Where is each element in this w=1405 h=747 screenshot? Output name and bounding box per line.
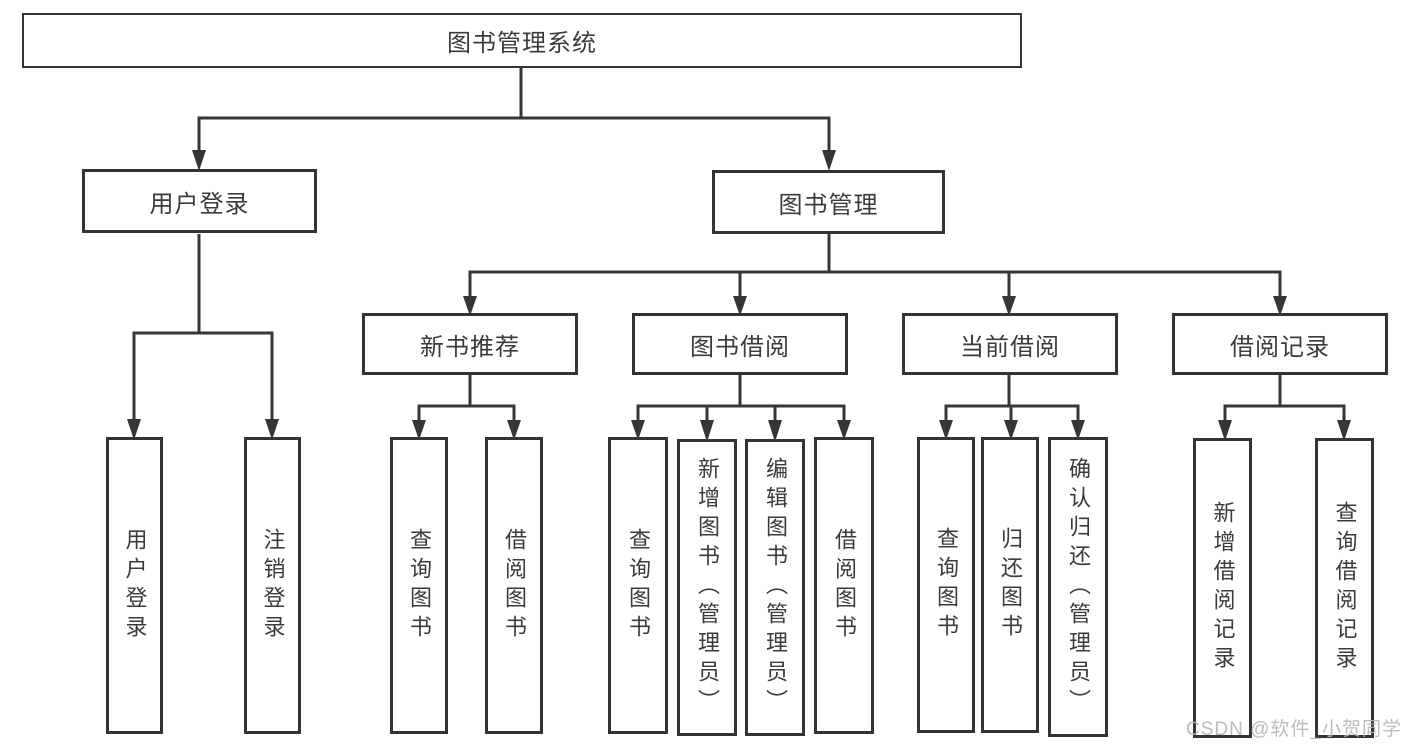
leaf-cb-return-books-label: 归还图书 [998, 527, 1023, 643]
leaf-cb-return-books: 归还图书 [981, 437, 1039, 733]
node-new-book-recommend-label: 新书推荐 [420, 333, 520, 361]
leaf-bb-query-books: 查询图书 [608, 437, 668, 734]
leaf-cb-query-books: 查询图书 [917, 437, 975, 733]
edge-level2-tee [197, 116, 831, 152]
node-current-borrowing-label: 当前借阅 [960, 333, 1060, 361]
node-borrow-records: 借阅记录 [1172, 313, 1388, 375]
edge-arrow-rec-add [1218, 420, 1232, 441]
leaf-user-login: 用户登录 [106, 437, 163, 734]
edge-arrow-bb-borrow [837, 420, 851, 440]
edge-arrow-book-management [822, 150, 836, 171]
edge-arrow-book-borrow [733, 296, 747, 316]
node-new-book-recommend: 新书推荐 [362, 313, 578, 375]
edge-arrow-nb-query [412, 420, 426, 440]
node-book-management: 图书管理 [712, 170, 945, 234]
edge-currentborrow-tee [944, 404, 1080, 422]
edge-arrow-nb-borrow [507, 420, 521, 440]
leaf-bb-query-books-label: 查询图书 [626, 527, 651, 644]
edge-userlogin-tee [132, 331, 274, 421]
edge-arrow-bb-add [700, 420, 714, 442]
edge-arrow-cb-confirm [1071, 420, 1085, 440]
leaf-logout-label: 注销登录 [260, 527, 286, 644]
leaf-nb-borrow-books-label: 借阅图书 [502, 527, 527, 644]
node-book-borrowing-label: 图书借阅 [690, 333, 790, 361]
edge-arrow-current-borrow [1002, 296, 1016, 316]
node-current-borrowing: 当前借阅 [902, 313, 1118, 375]
edge-arrow-cb-return [1004, 420, 1018, 440]
csdn-watermark: CSDN @软件_小贺同学 [1186, 719, 1402, 740]
node-book-borrowing: 图书借阅 [632, 313, 848, 375]
edge-newbooks-tee [417, 404, 516, 422]
leaf-rec-query-record: 查询借阅记录 [1315, 438, 1374, 738]
edge-records-tee [1223, 404, 1346, 422]
edge-arrow-new-books [463, 296, 477, 316]
node-root-label: 图书管理系统 [447, 30, 597, 57]
edge-arrow-login [127, 419, 141, 440]
leaf-cb-confirm-return-admin-label: 确认归还（管理员） [1066, 456, 1091, 718]
leaf-bb-borrow-books: 借阅图书 [814, 437, 874, 734]
leaf-nb-borrow-books: 借阅图书 [485, 437, 543, 734]
node-user-login: 用户登录 [82, 169, 317, 233]
leaf-bb-borrow-books-label: 借阅图书 [832, 527, 857, 644]
edge-arrow-logout [265, 419, 279, 440]
node-root-library-system: 图书管理系统 [22, 13, 1022, 68]
edge-arrow-cb-query [939, 420, 953, 440]
node-user-login-label: 用户登录 [149, 190, 250, 218]
leaf-bb-edit-books-admin: 编辑图书（管理员） [745, 439, 805, 736]
leaf-rec-add-record: 新增借阅记录 [1193, 438, 1252, 738]
leaf-bb-add-books-admin: 新增图书（管理员） [677, 439, 737, 736]
leaf-logout: 注销登录 [244, 437, 301, 734]
edge-arrow-user-login [192, 150, 206, 171]
leaf-rec-query-record-label: 查询借阅记录 [1332, 501, 1358, 675]
leaf-cb-query-books-label: 查询图书 [934, 527, 959, 643]
edge-bookborrow-tee [636, 404, 846, 422]
edge-level3-tee [468, 270, 1282, 298]
edge-arrow-rec-query [1337, 420, 1351, 441]
node-book-management-label: 图书管理 [778, 191, 879, 219]
leaf-bb-edit-books-admin-label: 编辑图书（管理员） [763, 457, 788, 718]
leaf-rec-add-record-label: 新增借阅记录 [1210, 501, 1236, 675]
leaf-nb-query-books: 查询图书 [390, 437, 448, 734]
edge-arrow-borrow-records [1273, 296, 1287, 316]
edge-arrow-bb-query [631, 420, 645, 440]
leaf-bb-add-books-admin-label: 新增图书（管理员） [695, 457, 720, 718]
leaf-cb-confirm-return-admin: 确认归还（管理员） [1048, 437, 1108, 737]
leaf-nb-query-books-label: 查询图书 [407, 527, 432, 644]
leaf-user-login-label: 用户登录 [122, 527, 148, 644]
node-borrow-records-label: 借阅记录 [1230, 333, 1330, 361]
edge-arrow-bb-edit [768, 420, 782, 442]
